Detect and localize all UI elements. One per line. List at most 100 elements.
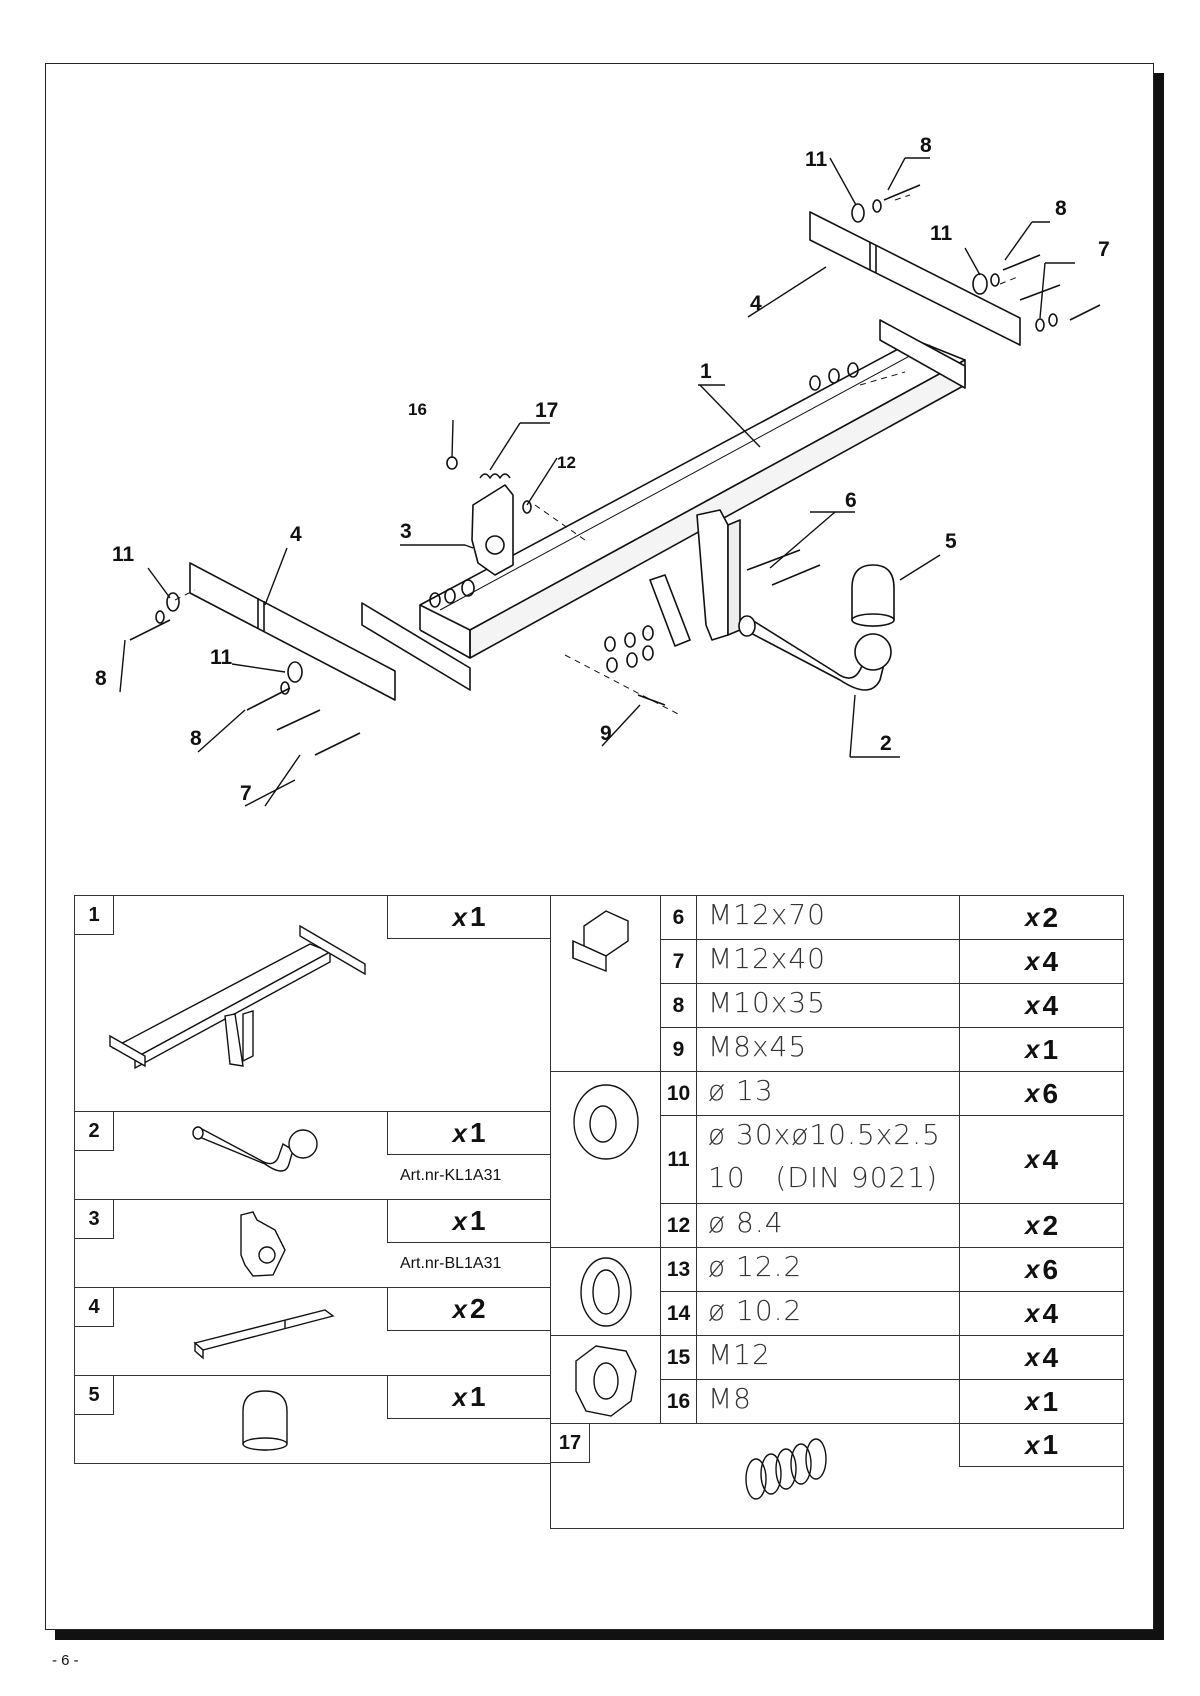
part-2-article-number: Art.nr-KL1A31 (400, 1167, 502, 1184)
part-1-drawing (109, 924, 366, 1070)
part-3-drawing (240, 1211, 286, 1277)
part-2-number: 2 (74, 1111, 114, 1151)
qty-x: x (1024, 1034, 1040, 1064)
callout-4-right: 4 (750, 292, 762, 315)
qty-value: 1 (469, 901, 486, 932)
callout-9: 9 (600, 722, 612, 745)
callout-12: 12 (557, 453, 576, 472)
callout-6: 6 (845, 489, 857, 512)
row-6-spec-cell (696, 895, 960, 940)
crossbar-drawing (129, 184, 1101, 756)
leader-lines (119, 157, 1075, 807)
qty-x: x (1024, 1342, 1040, 1372)
part-17-cell (550, 1423, 1124, 1529)
part-4-cell (74, 1287, 551, 1376)
row-9-spec-cell (696, 1027, 960, 1072)
qty-value: 4 (1042, 1341, 1059, 1373)
row-14-number: 14 (660, 1291, 697, 1336)
callout-8-right: 8 (1055, 197, 1067, 220)
qty-value: 2 (1042, 1209, 1059, 1241)
row-10-number: 10 (660, 1071, 697, 1116)
bolt-image-cell (550, 895, 661, 1072)
callout-16: 16 (408, 400, 427, 419)
qty-x: x (1024, 1429, 1040, 1460)
qty-x: x (1024, 946, 1040, 976)
part-1-number: 1 (74, 895, 114, 935)
row-16-spec: M8 (708, 1382, 752, 1415)
part-5-cell (74, 1375, 551, 1464)
callout-11-top: 11 (805, 148, 828, 171)
callout-4-left: 4 (290, 523, 302, 546)
part-2-drawing (192, 1126, 318, 1172)
row-16-number: 16 (660, 1379, 697, 1424)
qty-value: 1 (1042, 1033, 1059, 1065)
qty-x: x (1024, 1210, 1040, 1240)
callout-7-left: 7 (240, 782, 252, 805)
qty-value: 1 (1042, 1429, 1059, 1460)
row-15-number: 15 (660, 1335, 697, 1380)
qty-x: x (1024, 1144, 1040, 1174)
spring-washer-image-cell (550, 1247, 661, 1336)
callout-2: 2 (880, 732, 892, 755)
qty-value: 1 (1042, 1385, 1059, 1417)
row-16-spec-cell (696, 1379, 960, 1424)
row-11-number: 11 (660, 1115, 697, 1204)
row-6-spec: M12x70 (708, 898, 826, 931)
part-17-number: 17 (550, 1423, 590, 1463)
qty-value: 6 (1042, 1077, 1059, 1109)
part-4-drawing (193, 1309, 335, 1360)
callout-8-mid: 8 (190, 727, 202, 750)
qty-x: x (452, 1293, 467, 1324)
callout-5: 5 (945, 530, 957, 553)
row-12-spec: ø 8.4 (708, 1206, 784, 1239)
qty-x: x (1024, 1254, 1040, 1284)
part-5-drawing (242, 1390, 288, 1451)
callout-1: 1 (700, 360, 712, 383)
callout-8-top: 8 (920, 134, 932, 157)
row-7-spec: M12x40 (708, 942, 826, 975)
row-11-spec-line2: 10 (DIN 9021) (708, 1161, 939, 1194)
qty-value: 1 (469, 1381, 486, 1412)
qty-x: x (452, 1117, 467, 1148)
part-3-number: 3 (74, 1199, 114, 1239)
part-5-number: 5 (74, 1375, 114, 1415)
qty-x: x (1024, 902, 1040, 932)
qty-value: 2 (1042, 901, 1059, 933)
row-13-spec: ø 12.2 (708, 1250, 803, 1283)
row-12-number: 12 (660, 1203, 697, 1248)
qty-value: 1 (469, 1117, 486, 1148)
qty-value: 1 (469, 1205, 486, 1236)
row-13-number: 13 (660, 1247, 697, 1292)
part-4-number: 4 (74, 1287, 114, 1327)
qty-x: x (1024, 990, 1040, 1020)
spring-icon (745, 1438, 827, 1500)
washers-drawing (155, 199, 1058, 695)
page-number: - 6 - (52, 1652, 79, 1669)
row-8-number: 8 (660, 983, 697, 1028)
bolt-icon (572, 910, 629, 973)
qty-value: 6 (1042, 1253, 1059, 1285)
row-8-spec-cell (696, 983, 960, 1028)
row-14-spec-cell (696, 1291, 960, 1336)
nut-icon (575, 1345, 637, 1417)
callout-7-right: 7 (1098, 238, 1110, 261)
row-6-number: 6 (660, 895, 697, 940)
qty-value: 4 (1042, 1143, 1059, 1175)
exploded-diagram: 1 2 3 4 4 5 6 7 7 8 8 8 8 9 11 11 11 11 … (95, 134, 1110, 807)
qty-x: x (452, 1381, 467, 1412)
qty-value: 4 (1042, 1297, 1059, 1329)
callout-11-left: 11 (112, 543, 135, 566)
callout-17: 17 (535, 399, 558, 422)
spring-washer-icon (580, 1257, 632, 1327)
part-3-article-number: Art.nr-BL1A31 (400, 1255, 502, 1272)
